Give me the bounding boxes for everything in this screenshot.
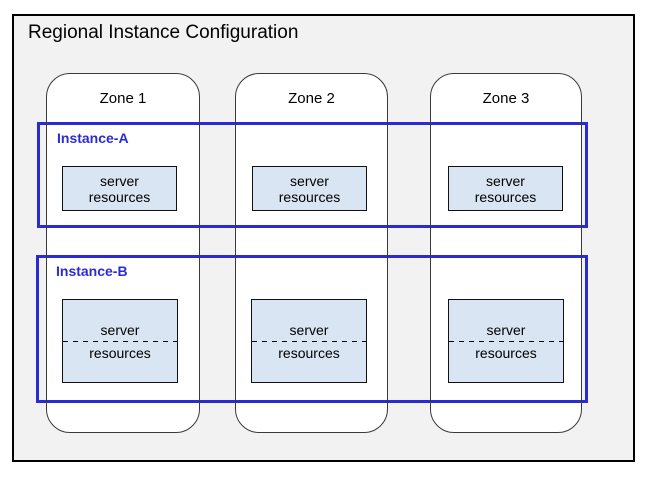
zone-1: Zone 1 <box>46 73 200 433</box>
zone-2: Zone 2 <box>235 73 388 433</box>
server-box-line1: server <box>100 321 140 338</box>
server-box-line1: server <box>486 172 525 189</box>
server-resources-box-b3: server resources <box>448 299 564 383</box>
instance-b-label: Instance-B <box>56 263 128 279</box>
server-box-line1: server <box>290 172 329 189</box>
server-resources-box-b1: server resources <box>62 299 178 383</box>
server-resources-box-a2: server resources <box>252 166 367 211</box>
instance-b-rect <box>36 255 588 403</box>
zone-2-label: Zone 2 <box>288 90 335 107</box>
dashed-divider <box>449 340 563 342</box>
server-box-line2: resources <box>278 344 340 361</box>
server-resources-box-a3: server resources <box>448 166 563 211</box>
dashed-divider <box>63 340 177 342</box>
instance-a-rect <box>37 122 588 228</box>
server-resources-box-b2: server resources <box>251 299 367 383</box>
instance-a-label: Instance-A <box>57 130 129 146</box>
server-box-line2: resources <box>278 188 341 205</box>
zone-3: Zone 3 <box>430 73 582 433</box>
zone-1-label: Zone 1 <box>99 90 147 107</box>
server-box-line2: resources <box>475 344 537 361</box>
diagram-title: Regional Instance Configuration <box>28 22 299 43</box>
server-box-line2: resources <box>88 188 151 205</box>
server-resources-box-a1: server resources <box>62 166 177 211</box>
server-box-line2: resources <box>474 188 537 205</box>
zone-3-label: Zone 3 <box>482 90 530 107</box>
server-box-line2: resources <box>89 344 151 361</box>
server-box-line1: server <box>289 321 329 338</box>
server-box-line1: server <box>100 172 139 189</box>
dashed-divider <box>252 340 366 342</box>
server-box-line1: server <box>486 321 526 338</box>
